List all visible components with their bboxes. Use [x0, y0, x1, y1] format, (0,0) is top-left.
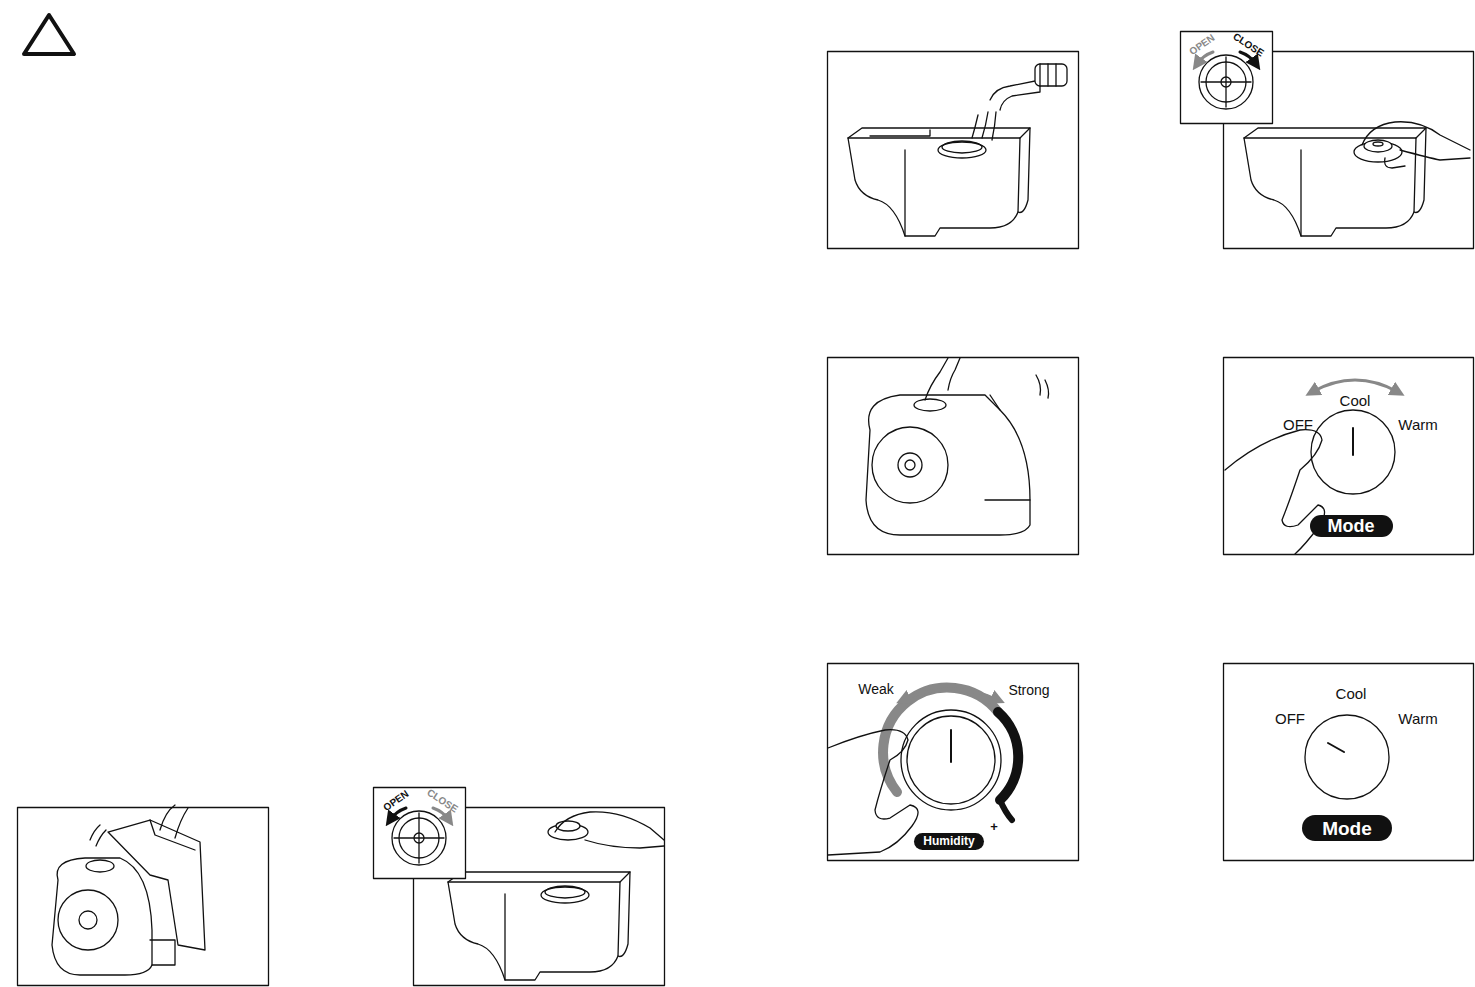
control-badge: Mode	[1310, 515, 1393, 537]
control-badge: Humidity	[914, 833, 984, 850]
dial-label: Cool	[1336, 686, 1367, 701]
dial-label: OFF	[1283, 417, 1313, 432]
badge-text: Mode	[1328, 517, 1375, 535]
dial-label: +	[990, 820, 998, 833]
control-badge: Mode	[1302, 815, 1392, 841]
dial-label: Warm	[1398, 711, 1437, 726]
badge-text: Humidity	[923, 835, 974, 847]
dial-label: Weak	[858, 682, 894, 696]
dial-label: OFF	[1275, 711, 1305, 726]
badge-text: Mode	[1322, 819, 1372, 838]
dial-label: Warm	[1398, 417, 1437, 432]
dial-label: Cool	[1340, 393, 1371, 408]
dial-label: Strong	[1008, 683, 1049, 697]
warning-triangle	[24, 15, 74, 54]
